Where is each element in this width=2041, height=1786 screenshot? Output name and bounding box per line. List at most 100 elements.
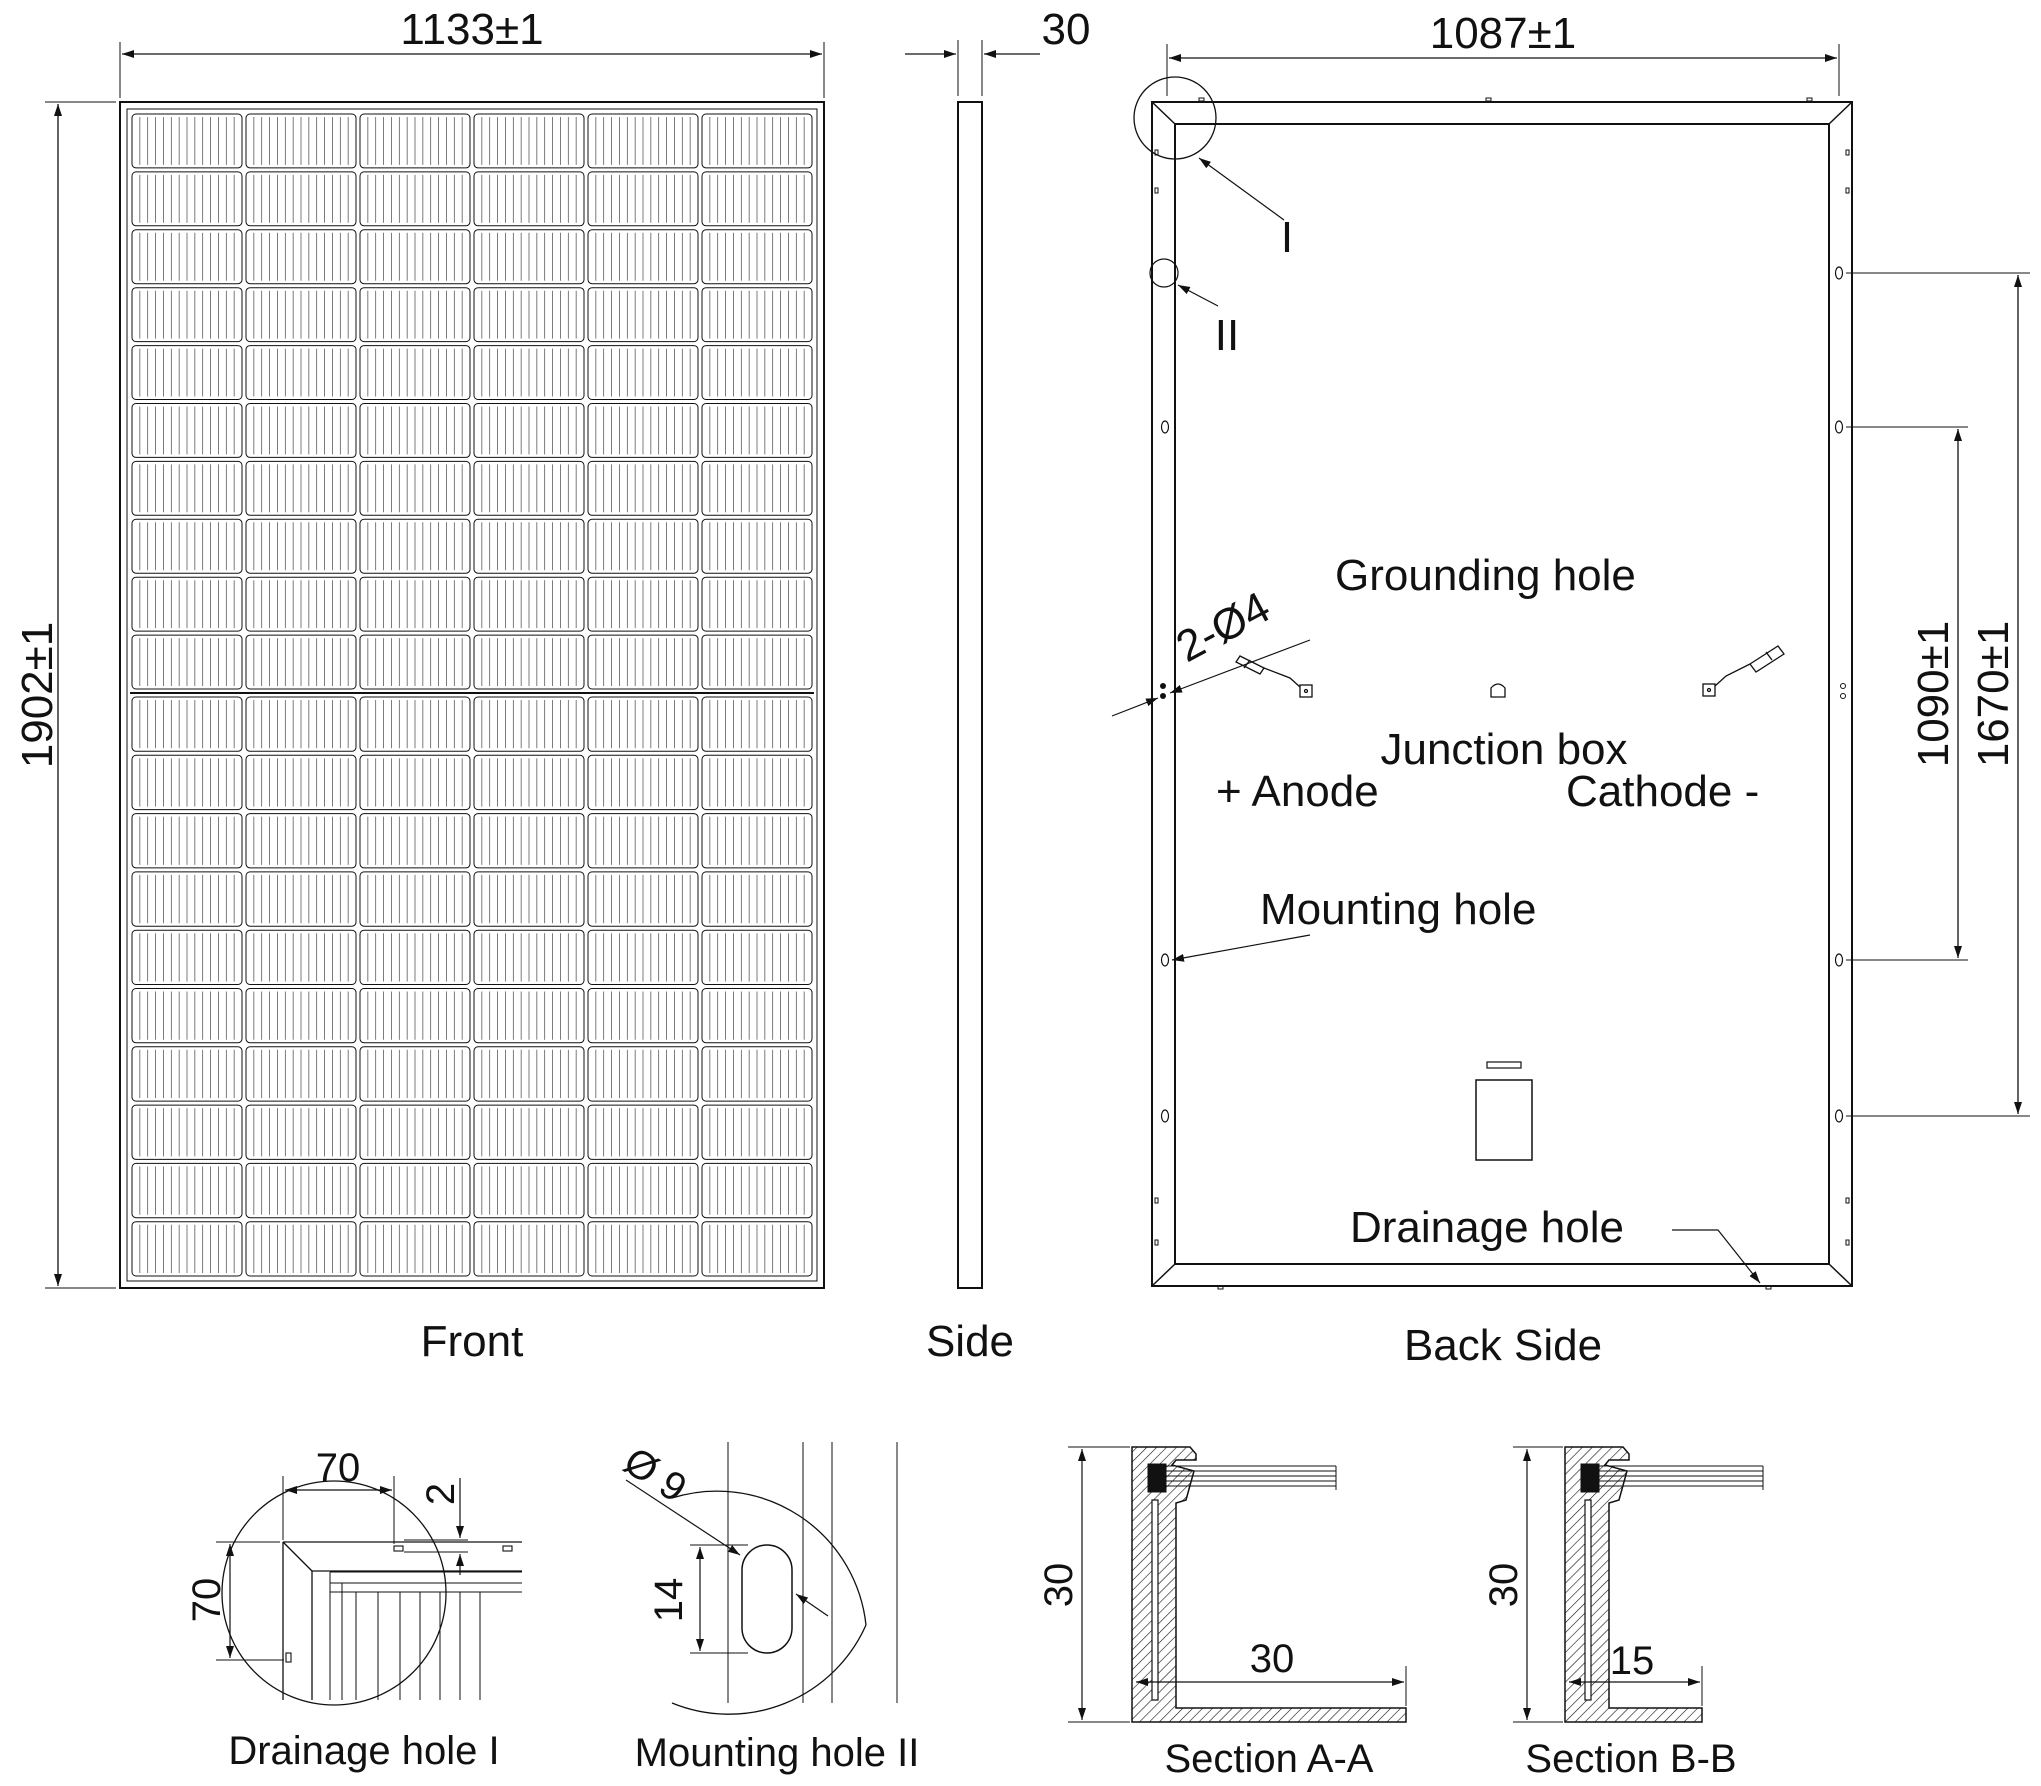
grounding-hole <box>1160 693 1166 699</box>
solar-cell <box>473 518 585 574</box>
solar-cell <box>131 171 243 227</box>
mounting-detail-diameter: Ø 9 <box>616 1439 694 1511</box>
solar-cell <box>359 403 471 458</box>
mount-spacing-dimensions <box>1846 272 2030 1117</box>
solar-cell <box>359 813 471 869</box>
solar-cell <box>245 518 357 574</box>
solar-cell <box>587 1104 699 1160</box>
detail-II-label: II <box>1215 311 1239 360</box>
back-view-label: Back Side <box>1404 1321 1602 1370</box>
solar-cell <box>245 754 357 811</box>
grounding-hole <box>1840 683 1846 689</box>
back-width-dimension: 1087±1 <box>1166 9 1840 96</box>
solar-cell <box>701 988 813 1044</box>
solar-cell <box>473 813 585 869</box>
solar-cell <box>473 988 585 1044</box>
solar-cell <box>587 696 699 752</box>
solar-cell <box>473 403 585 458</box>
solar-cell <box>131 634 243 690</box>
solar-cell <box>245 813 357 869</box>
solar-cell <box>701 871 813 927</box>
solar-cell <box>473 113 585 169</box>
solar-cell <box>473 229 585 285</box>
solar-cell <box>245 460 357 516</box>
solar-cell <box>701 403 813 458</box>
solar-cell <box>245 1046 357 1102</box>
solar-cell <box>245 871 357 927</box>
solar-cell <box>359 113 471 169</box>
junction-box <box>1490 683 1506 698</box>
solar-cell <box>131 813 243 869</box>
solar-cell <box>701 229 813 285</box>
mounting-hole <box>1160 1109 1170 1123</box>
solar-cell <box>587 576 699 632</box>
mounting-hole <box>1834 420 1844 434</box>
solar-cell <box>245 345 357 401</box>
solar-cell <box>359 345 471 401</box>
solar-cell <box>587 229 699 285</box>
solar-cell <box>131 754 243 811</box>
section-bb-height: 30 <box>1482 1563 1526 1608</box>
solar-cell <box>473 754 585 811</box>
solar-cell <box>131 1162 243 1219</box>
mounting-hole-label: Mounting hole <box>1260 885 1536 934</box>
solar-cell <box>587 113 699 169</box>
front-width-dimension: 1133±1 <box>119 5 825 98</box>
solar-cell <box>473 1104 585 1160</box>
solar-cell <box>701 634 813 690</box>
solar-cell <box>359 171 471 227</box>
solar-cell <box>587 929 699 986</box>
solar-cell <box>701 1104 813 1160</box>
solar-cell <box>473 345 585 401</box>
solar-cell <box>473 1046 585 1102</box>
solar-cell <box>131 1221 243 1277</box>
solar-cell <box>701 1221 813 1277</box>
solar-cell <box>701 113 813 169</box>
detail-mounting-hole <box>625 1442 898 1715</box>
solar-cell <box>473 576 585 632</box>
solar-cell <box>245 1104 357 1160</box>
solar-cell <box>701 518 813 574</box>
solar-cell <box>359 929 471 986</box>
solar-cell <box>587 754 699 811</box>
section-aa-height: 30 <box>1037 1563 1081 1608</box>
solar-cell <box>359 754 471 811</box>
detail-I-label: I <box>1281 213 1293 262</box>
solar-cell <box>473 287 585 343</box>
section-aa-flange: 30 <box>1250 1637 1295 1681</box>
front-cell-grid <box>130 113 814 1277</box>
label-plate <box>1475 1079 1533 1161</box>
solar-cell <box>359 634 471 690</box>
solar-cell <box>701 287 813 343</box>
mount-spacing-outer-label: 1670±1 <box>1969 621 2018 768</box>
cathode-connector <box>1702 645 1785 697</box>
cathode-label: Cathode - <box>1566 767 1759 816</box>
section-aa <box>1068 1446 1407 1723</box>
solar-cell <box>587 813 699 869</box>
solar-cell <box>245 287 357 343</box>
solar-cell <box>131 403 243 458</box>
solar-cell <box>359 1162 471 1219</box>
mounting-detail-title: Mounting hole II <box>635 1731 920 1775</box>
solar-cell <box>701 1162 813 1219</box>
section-bb-title: Section B-B <box>1525 1737 1736 1781</box>
solar-cell <box>587 1162 699 1219</box>
solar-cell <box>131 696 243 752</box>
solar-cell <box>359 460 471 516</box>
side-view: 30 <box>905 5 1090 1289</box>
solar-cell <box>359 1104 471 1160</box>
solar-cell <box>587 287 699 343</box>
anode-connector <box>1235 655 1313 698</box>
solar-cell <box>473 696 585 752</box>
detail-drainage-hole <box>216 1476 522 1706</box>
solar-cell <box>245 403 357 458</box>
side-frame <box>957 101 983 1289</box>
solar-cell <box>359 871 471 927</box>
solar-cell <box>245 634 357 690</box>
back-width-label: 1087±1 <box>1430 9 1577 58</box>
front-inner-frame <box>126 108 818 1282</box>
solar-cell <box>587 1046 699 1102</box>
front-height-dimension: 1902±1 <box>13 101 116 1289</box>
drainage-hole-label: Drainage hole <box>1350 1203 1624 1252</box>
